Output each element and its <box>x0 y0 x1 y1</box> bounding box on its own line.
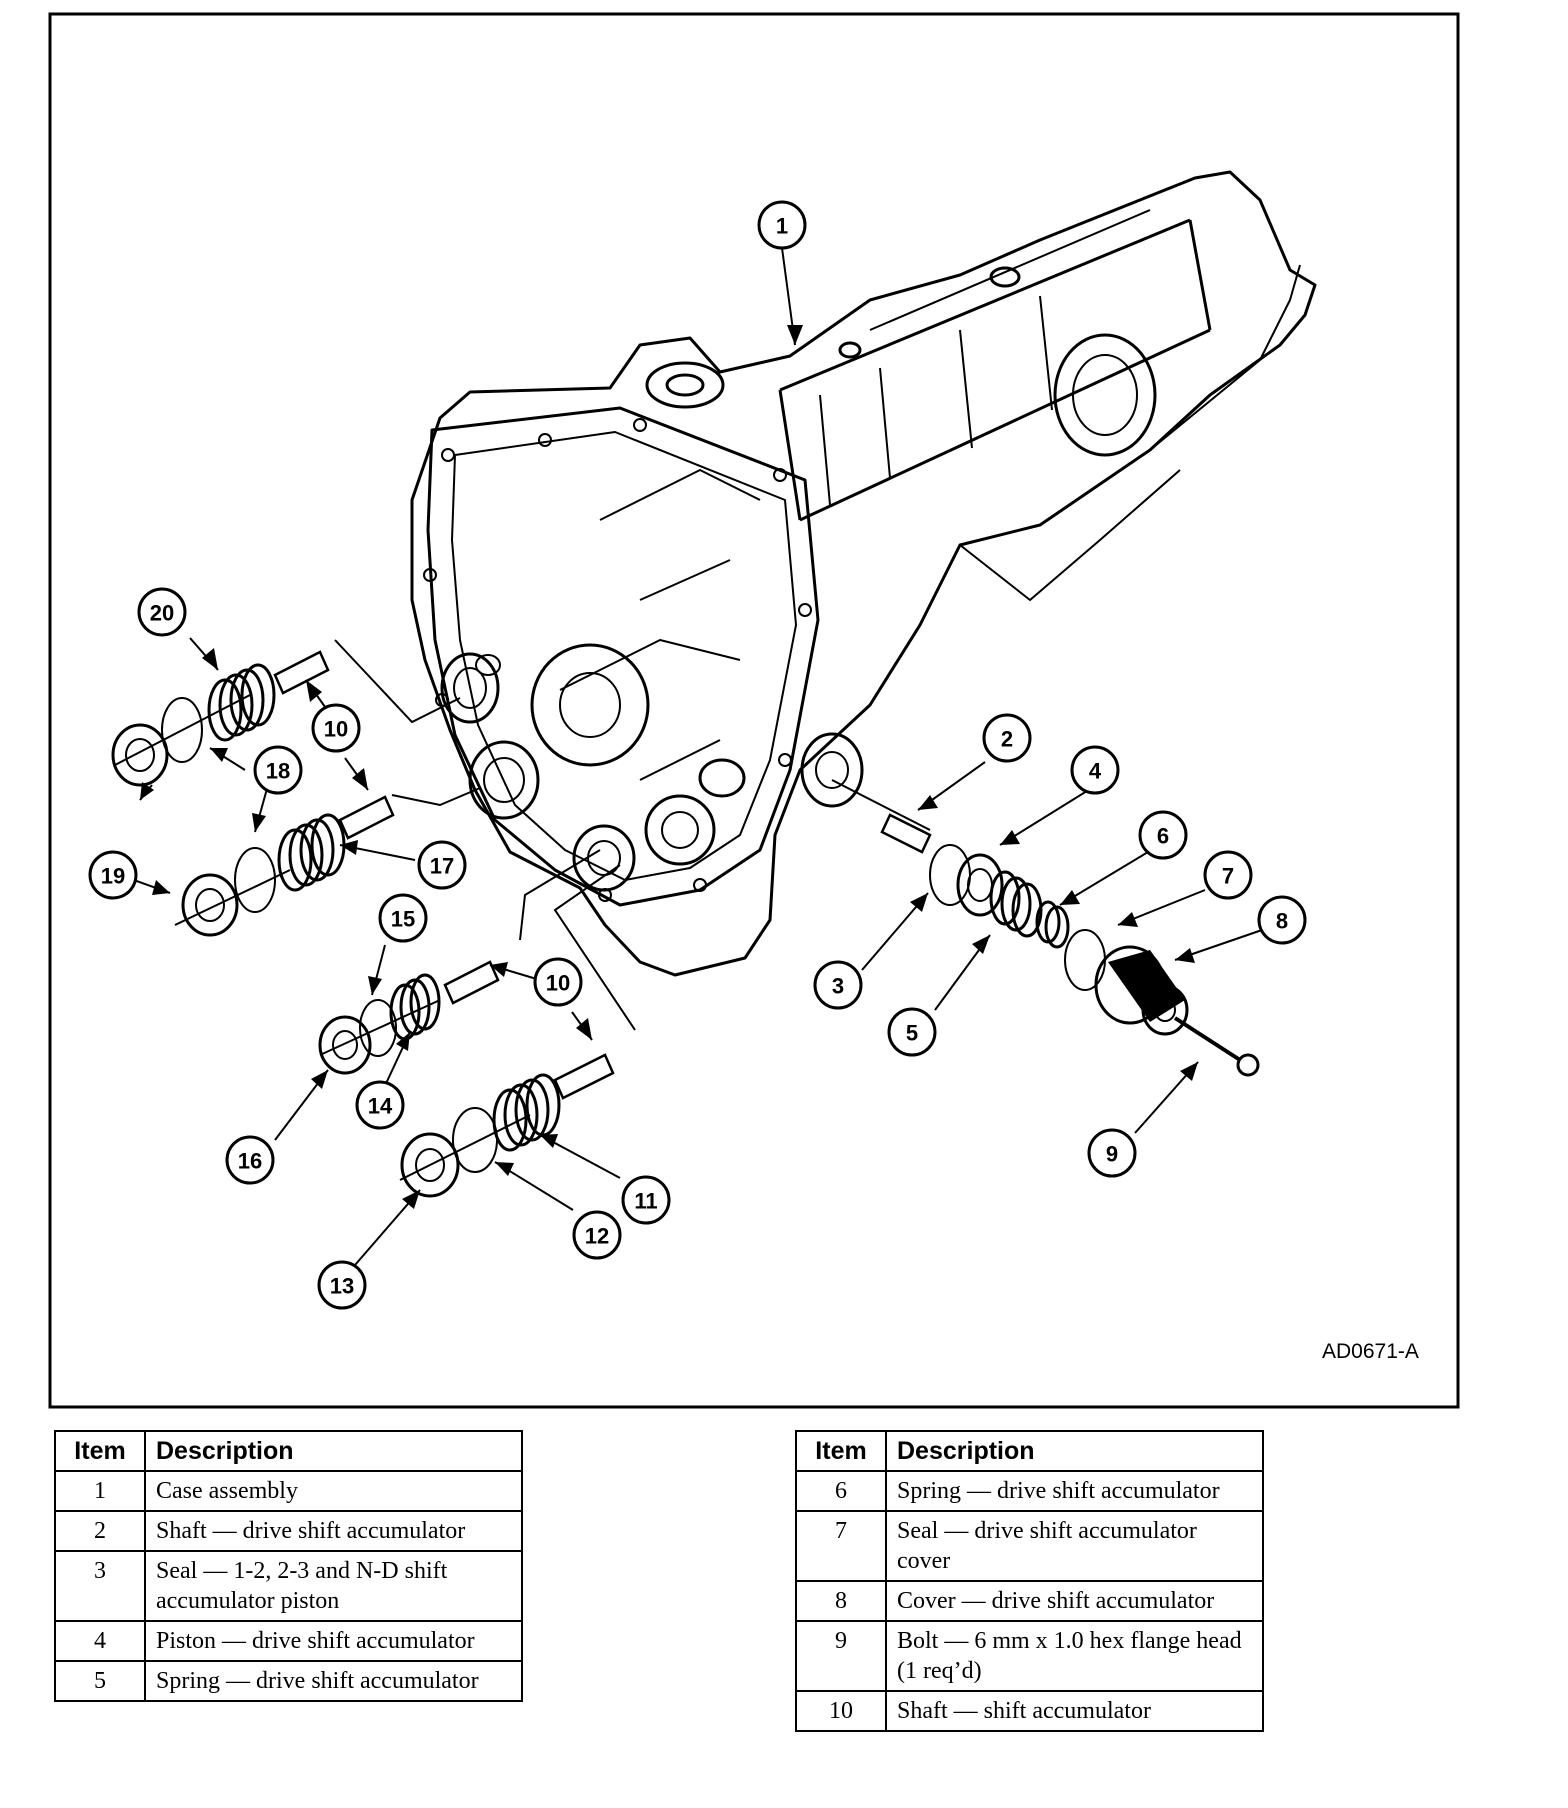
callout-1: 1 <box>757 200 807 250</box>
callout-8: 8 <box>1257 895 1307 945</box>
item-number: 8 <box>795 1580 887 1622</box>
column-header-description: Description <box>144 1430 523 1472</box>
spring-middle <box>277 813 346 892</box>
callout-10-middle: 10 <box>533 957 583 1007</box>
callout-11: 11 <box>621 1175 671 1225</box>
column-header-item: Item <box>54 1430 146 1472</box>
item-number: 5 <box>54 1660 146 1702</box>
item-number: 4 <box>54 1620 146 1662</box>
figure-id-code: AD0671-A <box>1322 1340 1419 1363</box>
callout-4: 4 <box>1070 745 1120 795</box>
svg-text:4: 4 <box>1089 759 1102 784</box>
table-row: 5 Spring — drive shift accumulator <box>54 1660 523 1702</box>
item-number: 3 <box>54 1550 146 1622</box>
svg-text:14: 14 <box>368 1094 393 1119</box>
spring-right-outer <box>989 870 1043 938</box>
svg-text:10: 10 <box>324 717 348 742</box>
item-number: 10 <box>795 1690 887 1732</box>
table-row: 7 Seal — drive shift accumulator cover <box>795 1510 1264 1582</box>
callout-19: 19 <box>88 850 138 900</box>
table-row: 2 Shaft — drive shift accumulator <box>54 1510 523 1552</box>
item-number: 2 <box>54 1510 146 1552</box>
svg-text:2: 2 <box>1001 727 1013 752</box>
callout-13: 13 <box>317 1260 367 1310</box>
item-description: Shaft — shift accumulator <box>885 1690 1264 1732</box>
spring-lower <box>492 1073 561 1152</box>
column-header-description: Description <box>885 1430 1264 1472</box>
table-header-row: Item Description <box>795 1430 1264 1472</box>
parts-table-right: Item Description 6 Spring — drive shift … <box>795 1430 1264 1732</box>
item-description: Piston — drive shift accumulator <box>144 1620 523 1662</box>
table-row: 10 Shaft — shift accumulator <box>795 1690 1264 1732</box>
item-number: 1 <box>54 1470 146 1512</box>
svg-text:17: 17 <box>430 854 454 879</box>
item-number: 7 <box>795 1510 887 1582</box>
svg-text:13: 13 <box>330 1274 354 1299</box>
svg-text:1: 1 <box>776 214 788 239</box>
table-row: 9 Bolt — 6 mm x 1.0 hex flange head (1 r… <box>795 1620 1264 1692</box>
callout-15: 15 <box>378 893 428 943</box>
exploded-components <box>111 639 1260 1198</box>
spring-upper <box>207 663 276 742</box>
svg-text:8: 8 <box>1276 909 1288 934</box>
callout-2: 2 <box>982 713 1032 763</box>
callout-6: 6 <box>1138 810 1188 860</box>
table-row: 8 Cover — drive shift accumulator <box>795 1580 1264 1622</box>
svg-text:7: 7 <box>1222 864 1234 889</box>
callout-10-upper: 10 <box>311 703 361 753</box>
svg-text:9: 9 <box>1106 1142 1118 1167</box>
svg-text:12: 12 <box>585 1224 609 1249</box>
callout-3: 3 <box>813 960 863 1010</box>
arrowheads <box>140 325 1198 1209</box>
table-row: 3 Seal — 1-2, 2-3 and N-D shift accumula… <box>54 1550 523 1622</box>
item-number: 9 <box>795 1620 887 1692</box>
item-description: Bolt — 6 mm x 1.0 hex flange head (1 req… <box>885 1620 1264 1692</box>
spring-lower-left <box>389 973 441 1041</box>
svg-text:3: 3 <box>832 974 844 999</box>
callout-9: 9 <box>1087 1128 1137 1178</box>
table-header-row: Item Description <box>54 1430 523 1472</box>
svg-text:6: 6 <box>1157 824 1169 849</box>
item-description: Case assembly <box>144 1470 523 1512</box>
callout-7: 7 <box>1203 850 1253 900</box>
item-number: 6 <box>795 1470 887 1512</box>
figure-frame <box>48 12 1460 1409</box>
item-description: Seal — drive shift accumulator cover <box>885 1510 1264 1582</box>
callout-16: 16 <box>225 1135 275 1185</box>
svg-text:20: 20 <box>150 601 174 626</box>
transmission-case-drawing <box>410 170 1317 977</box>
item-description: Seal — 1-2, 2-3 and N-D shift accumulato… <box>144 1550 523 1622</box>
parts-table-left: Item Description 1 Case assembly 2 Shaft… <box>54 1430 523 1702</box>
table-row: 4 Piston — drive shift accumulator <box>54 1620 523 1662</box>
callout-18: 18 <box>253 745 303 795</box>
callout-20: 20 <box>137 587 187 637</box>
callout-5: 5 <box>887 1007 937 1057</box>
item-description: Cover — drive shift accumulator <box>885 1580 1264 1622</box>
callout-14: 14 <box>355 1080 405 1130</box>
spring-right-inner <box>1035 900 1070 949</box>
exploded-view-figure: 1 2 3 4 5 6 7 8 9 10 10 11 12 13 14 15 1… <box>48 12 1460 1409</box>
item-description: Spring — drive shift accumulator <box>885 1470 1264 1512</box>
svg-text:18: 18 <box>266 759 290 784</box>
svg-text:10: 10 <box>546 971 570 996</box>
svg-text:16: 16 <box>238 1149 262 1174</box>
table-row: 6 Spring — drive shift accumulator <box>795 1470 1264 1512</box>
svg-text:15: 15 <box>391 907 415 932</box>
svg-text:19: 19 <box>101 864 125 889</box>
callout-12: 12 <box>572 1210 622 1260</box>
svg-text:11: 11 <box>634 1189 657 1214</box>
callout-17: 17 <box>417 840 467 890</box>
svg-text:5: 5 <box>906 1021 918 1046</box>
item-description: Spring — drive shift accumulator <box>144 1660 523 1702</box>
item-description: Shaft — drive shift accumulator <box>144 1510 523 1552</box>
table-row: 1 Case assembly <box>54 1470 523 1512</box>
column-header-item: Item <box>795 1430 887 1472</box>
